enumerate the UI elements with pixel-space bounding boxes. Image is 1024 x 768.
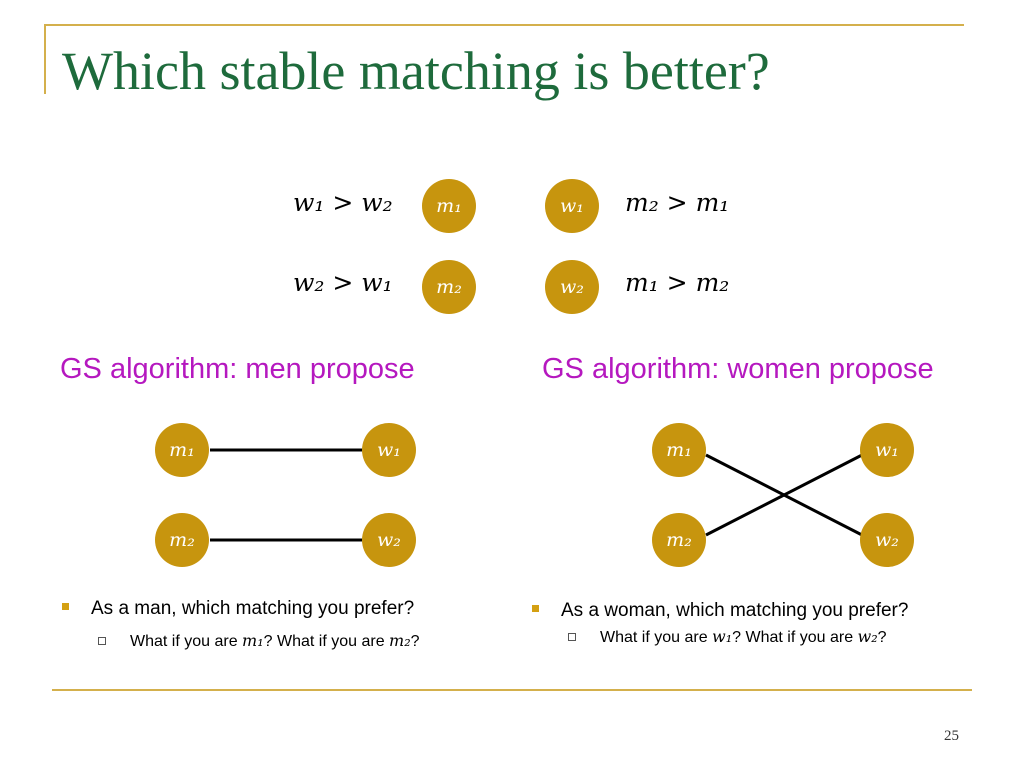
sub-bullet-woman-var-w2: w₂ <box>857 627 878 646</box>
sub-bullet-man-text-b: ? What if you are <box>263 633 390 650</box>
node-w1-right: w₁ <box>860 423 914 477</box>
pref-w2: m₁ > m₂ <box>625 268 730 297</box>
sub-bullet-woman-var-w1: w₁ <box>712 627 733 646</box>
bullet-square-icon <box>62 603 69 611</box>
hollow-square-bullet-icon <box>98 636 106 645</box>
slide-title: Which stable matching is better? <box>62 41 770 101</box>
pref-m1: w₁ > w₂ <box>293 188 393 217</box>
bullet-woman-text: As a woman, which matching you prefer? <box>561 600 909 621</box>
top-rule <box>44 24 964 26</box>
node-w2-left: w₂ <box>362 513 416 567</box>
bullet-man-text: As a man, which matching you prefer? <box>91 598 415 619</box>
sub-bullet-man-text-c: ? <box>410 633 420 650</box>
node-w2-right: w₂ <box>860 513 914 567</box>
hollow-square-bullet-icon <box>568 632 576 641</box>
node-m1-right: m₁ <box>652 423 706 477</box>
sub-bullet-woman-text-c: ? <box>877 629 887 646</box>
sub-bullet-man-var-m1: m₁ <box>242 631 264 650</box>
node-w1-left: w₁ <box>362 423 416 477</box>
node-m2-right: m₂ <box>652 513 706 567</box>
sub-bullet-woman-text-a: What if you are <box>600 629 713 646</box>
bullet-man-question: As a man, which matching you prefer? <box>62 598 414 620</box>
bullet-woman-question: As a woman, which matching you prefer? <box>532 600 908 622</box>
gs-women-propose-heading: GS algorithm: women propose <box>542 353 934 385</box>
bottom-rule <box>52 689 972 691</box>
bullet-square-icon <box>532 605 539 613</box>
sub-bullet-woman-text-b: ? What if you are <box>732 629 858 646</box>
sub-bullet-woman: What if you are w₁? What if you are w₂? <box>568 627 887 647</box>
sub-bullet-man: What if you are m₁? What if you are m₂? <box>98 631 420 651</box>
node-w1-top: w₁ <box>545 179 599 233</box>
node-w2-top: w₂ <box>545 260 599 314</box>
gs-men-propose-heading: GS algorithm: men propose <box>60 353 415 385</box>
page-number: 25 <box>944 728 959 744</box>
node-m2-left: m₂ <box>155 513 209 567</box>
pref-m2: w₂ > w₁ <box>293 268 393 297</box>
pref-w1: m₂ > m₁ <box>625 188 730 217</box>
node-m2-top: m₂ <box>422 260 476 314</box>
edge-right-m2-w1 <box>705 453 863 537</box>
sub-bullet-man-var-m2: m₂ <box>389 631 411 650</box>
left-rule <box>44 24 46 94</box>
sub-bullet-man-text-a: What if you are <box>130 633 243 650</box>
node-m1-top: m₁ <box>422 179 476 233</box>
node-m1-left: m₁ <box>155 423 209 477</box>
